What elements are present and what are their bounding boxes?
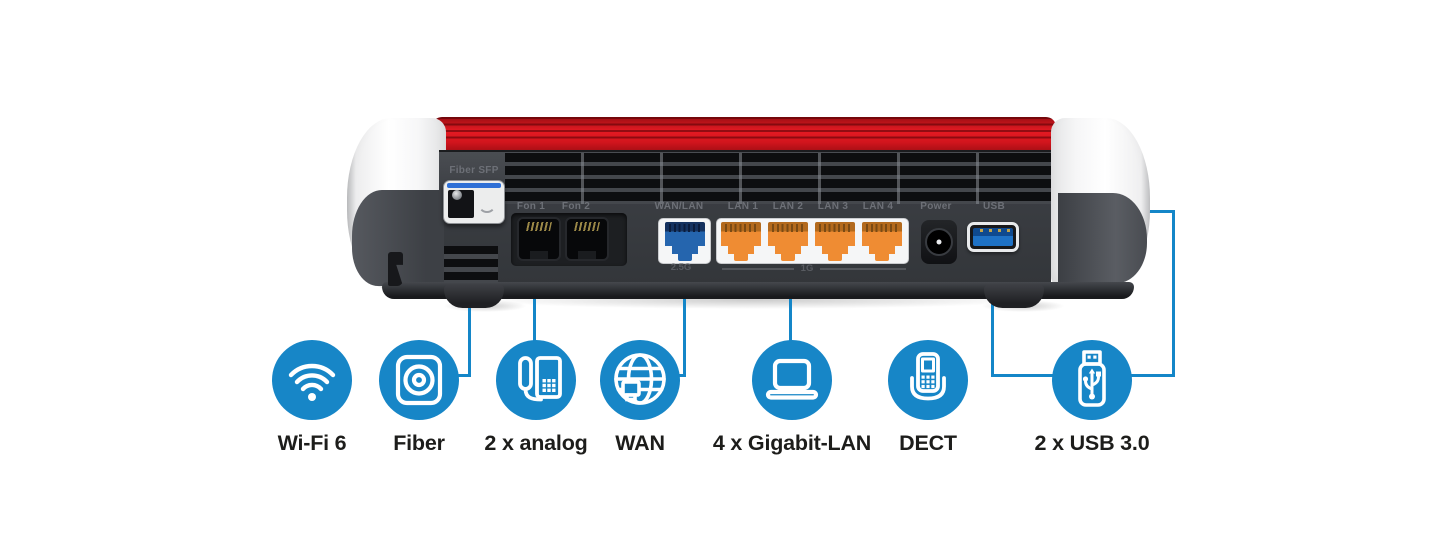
- usb-port-label: USB: [982, 201, 1006, 212]
- callout-line-fiber-horizontal: [455, 374, 471, 377]
- router-side-panel-left: [352, 190, 444, 286]
- lan2-port-label: LAN 2: [772, 201, 804, 212]
- callout-line-usb-left-vertical: [991, 288, 994, 377]
- callout-line-wan-vertical: [683, 280, 686, 377]
- feature-label: DECT: [899, 431, 957, 455]
- sfp-port: [443, 180, 505, 224]
- feature-label: 4 x Gigabit-LAN: [712, 431, 872, 455]
- sfp-latch: [478, 195, 496, 213]
- rj11-slot: [530, 251, 548, 259]
- power-port: [921, 220, 957, 264]
- wan-port-label: WAN/LAN: [654, 201, 704, 212]
- feature-label: Wi-Fi 6: [277, 431, 347, 455]
- rj11-pins: [526, 222, 552, 231]
- callout-line-usb-right-bottom: [1130, 374, 1175, 377]
- fon2-port: [565, 217, 609, 261]
- wan-globe-icon: [600, 340, 680, 420]
- analog-phone-icon: [496, 340, 576, 420]
- lan-speed-line-right: [820, 268, 906, 270]
- power-jack-pin: [936, 239, 942, 245]
- callout-line-usb-right-vertical: [1172, 210, 1175, 377]
- dect-phone-icon: [888, 340, 968, 420]
- callout-line-usb-left-horizontal: [991, 374, 1053, 377]
- router-foot-right: [984, 284, 1044, 308]
- wan-speed-label: 2.5G: [670, 262, 692, 273]
- callout-line-wan-horizontal: [674, 374, 686, 377]
- usb-stick-icon: [1052, 340, 1132, 420]
- callout-line-analog: [533, 280, 536, 342]
- lan3-port-label: LAN 3: [817, 201, 849, 212]
- lan2-port: [768, 222, 808, 261]
- fon1-port-label: Fon 1: [516, 201, 546, 212]
- callout-line-fiber-vertical: [468, 300, 471, 377]
- fon2-port-label: Fon 2: [561, 201, 591, 212]
- wan-port: [665, 222, 705, 261]
- callout-line-lan: [789, 280, 792, 342]
- usb-port: [967, 222, 1019, 252]
- lan-speed-line-left: [722, 268, 794, 270]
- wan-port-surround: [658, 218, 711, 264]
- wall-mount-notch: [388, 252, 403, 286]
- rj11-slot: [578, 251, 596, 259]
- sfp-port-label: Fiber SFP: [449, 165, 499, 176]
- sfp-screw: [452, 190, 462, 200]
- lan1-port: [721, 222, 761, 261]
- feature-label: 2 x USB 3.0: [1034, 431, 1150, 455]
- ventilation-grille: [505, 153, 1051, 204]
- feature-label: WAN: [615, 431, 665, 455]
- power-port-label: Power: [920, 201, 952, 212]
- sfp-blue-stripe: [447, 183, 501, 188]
- lan1-port-label: LAN 1: [727, 201, 759, 212]
- feature-label: 2 x analog: [484, 431, 588, 455]
- laptop-icon: [752, 340, 832, 420]
- usb-port-inner: [973, 228, 1013, 246]
- wifi-icon: [272, 340, 352, 420]
- lan4-port: [862, 222, 902, 261]
- fon1-port: [517, 217, 561, 261]
- rj11-pins: [574, 222, 600, 231]
- router-red-top: [432, 117, 1056, 154]
- router-foot-left: [444, 284, 504, 308]
- feature-label: Fiber: [393, 431, 445, 455]
- router-side-panel-right: [1058, 193, 1147, 283]
- lan-port-surround: [716, 218, 909, 264]
- lan4-port-label: LAN 4: [862, 201, 894, 212]
- fiber-socket-icon: [379, 340, 459, 420]
- lan3-port: [815, 222, 855, 261]
- callout-line-usb-right-top: [1140, 210, 1175, 213]
- lan-speed-label: 1G: [800, 263, 814, 274]
- ventilation-grille-small: [444, 246, 498, 283]
- router-bottom-edge: [382, 282, 1134, 299]
- fon-port-recess: [511, 213, 627, 266]
